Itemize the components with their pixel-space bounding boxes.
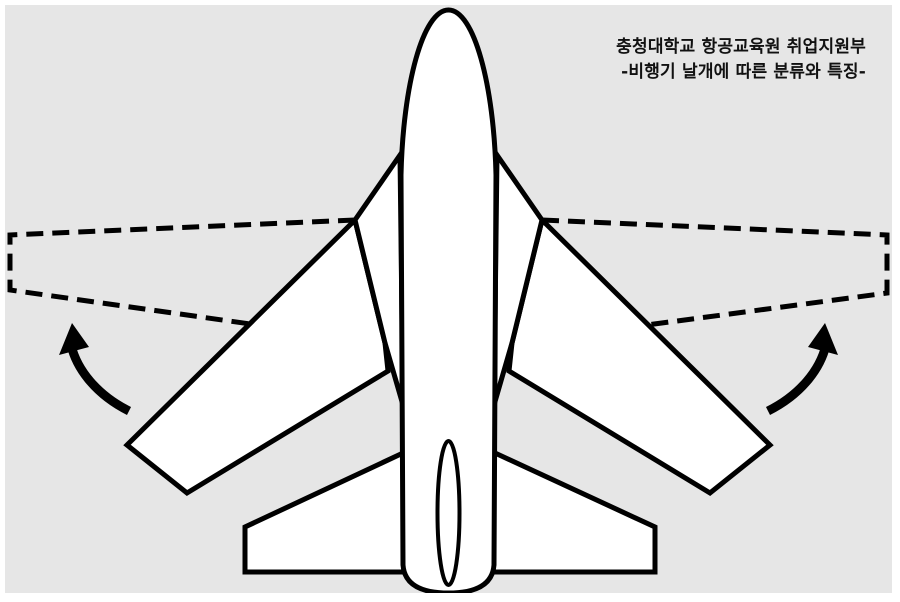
extended-wing-outline-left [7, 217, 386, 346]
caption-title: 충청대학교 항공교육원 취업지원부 [616, 37, 866, 57]
swing-wing-aircraft-diagram [7, 7, 890, 593]
caption-subtitle: -비행기 날개에 따른 분류와 특징- [621, 62, 866, 82]
right-wing [506, 215, 774, 497]
fuselage [398, 7, 499, 593]
curved-arrow-up-right-icon [765, 323, 838, 416]
caption-block: 충청대학교 항공교육원 취업지원부 -비행기 날개에 따른 분류와 특징- [616, 35, 866, 85]
diagram-panel: 충청대학교 항공교육원 취업지원부 -비행기 날개에 따른 분류와 특징- [5, 5, 892, 593]
vertical-tail-fin [435, 439, 462, 587]
extended-wing-outline-right [511, 217, 890, 346]
curved-arrow-up-left-icon [59, 323, 132, 416]
left-wing [123, 215, 391, 497]
